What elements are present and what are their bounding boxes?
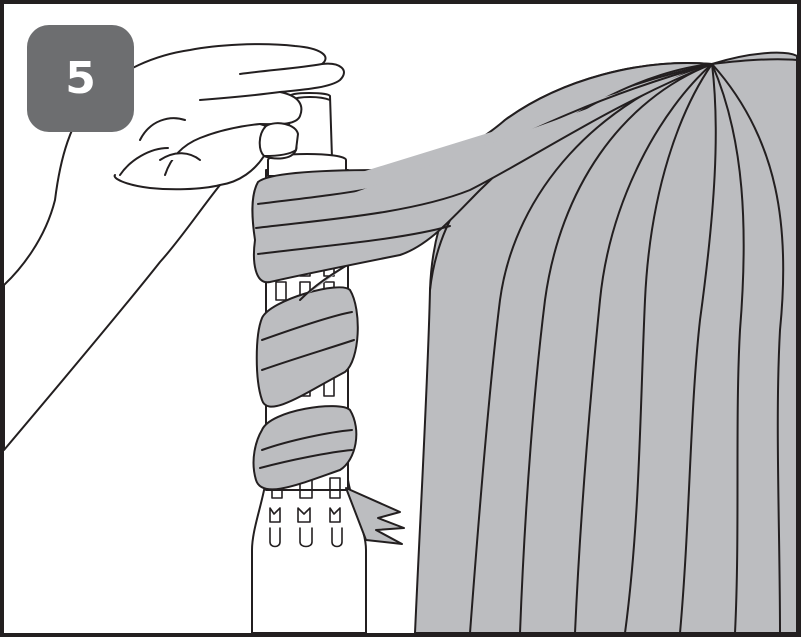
step-number-badge: 5 <box>27 25 134 132</box>
